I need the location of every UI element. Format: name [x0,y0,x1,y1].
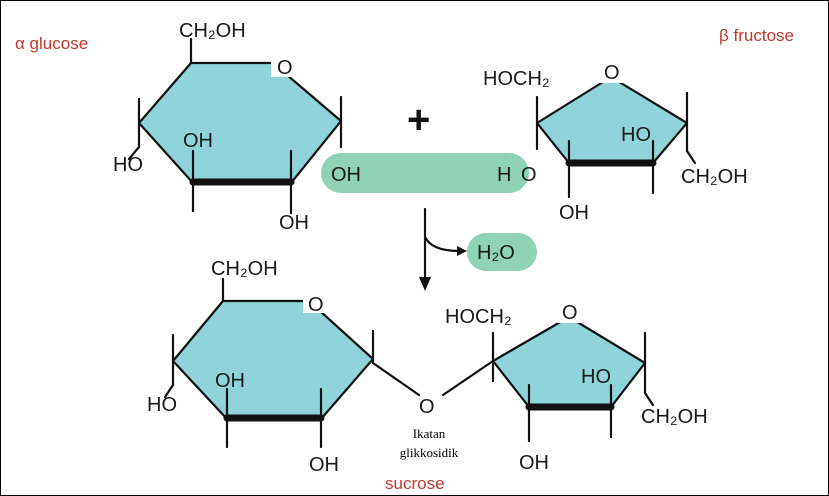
glycosidic-oxygen: O [419,396,435,418]
fructose-top-ring-o: O [604,62,620,84]
glucose-top-oh-bottom: OH [279,212,309,234]
glucose-bottom-ho-left: HO [147,394,177,416]
water-label: H₂O [477,242,515,264]
water-highlight [467,233,537,271]
fructose-top-o: O [521,164,537,186]
glucose-bottom-ring [171,299,375,421]
glucose-top-ch2oh: CH₂OH [179,20,246,42]
fructose-top-h: H [497,164,511,186]
fructose-top-ch2oh: CH₂OH [681,166,748,188]
alpha-glucose-label: α glucose [15,34,88,53]
glucose-bottom-oh-bottom: OH [309,454,339,476]
fructose-bottom-ho-inner: HO [581,366,611,388]
glucose-bottom-ring-o: O [308,294,324,316]
water-branch-curve [423,235,461,253]
glucose-bottom-molecule: O CH₂OH HO OH OH [147,258,375,476]
plus-sign: + [407,98,430,142]
fructose-top-o-gap [599,59,627,83]
fructose-top-oh-bottom: OH [559,202,589,224]
sucrose-label: sucrose [385,474,445,493]
glycosidic-bond-right [441,359,495,397]
glucose-bottom-oh-inner: OH [215,370,245,392]
glycosidic-note-line2: glikkosidik [400,445,459,460]
glucose-top-oh-right: OH [331,164,361,186]
fructose-top-molecule: O HOCH₂ CH₂OH HO OH [483,59,748,224]
reaction-arrow [419,207,467,291]
fructose-bottom-hoch2: HOCH₂ [445,306,512,328]
fructose-top-hoch2: HOCH₂ [483,68,550,90]
glucose-top-molecule: O CH₂OH HO OH OH [113,20,343,234]
glucose-top-o-gap [271,53,299,77]
water-branch-head [457,246,467,256]
fructose-top-ho-inner: HO [621,124,651,146]
glucose-top-ring [137,61,343,185]
fructose-bottom-ring [491,315,647,409]
fructose-bottom-o-gap [557,299,585,323]
glucose-bottom-o-gap [303,289,331,313]
glucose-top-ho-left: HO [113,154,143,176]
fructose-bottom-ring-o: O [562,302,578,324]
fructose-bottom-oh-bottom: OH [519,452,549,474]
fructose-top-ch2oh-bond [685,149,697,165]
glycosidic-bond-left [371,361,421,397]
condensation-highlight [321,153,529,193]
fructose-top-ring [535,75,689,165]
glucose-top-ring-o: O [277,57,293,79]
fructose-bottom-ch2oh-bond [643,391,655,407]
glucose-top-ho-bond [127,145,141,161]
glucose-bottom-ch2oh: CH₂OH [211,258,278,280]
fructose-bottom-molecule: O HOCH₂ CH₂OH HO OH [445,299,708,474]
beta-fructose-label: β fructose [719,26,794,45]
reaction-arrow-head [419,277,431,291]
fructose-bottom-ch2oh: CH₂OH [641,406,708,428]
glycosidic-note-line1: Ikatan [413,426,446,441]
glucose-bottom-ho-bond [163,383,175,399]
glucose-top-oh-inner: OH [183,130,213,152]
